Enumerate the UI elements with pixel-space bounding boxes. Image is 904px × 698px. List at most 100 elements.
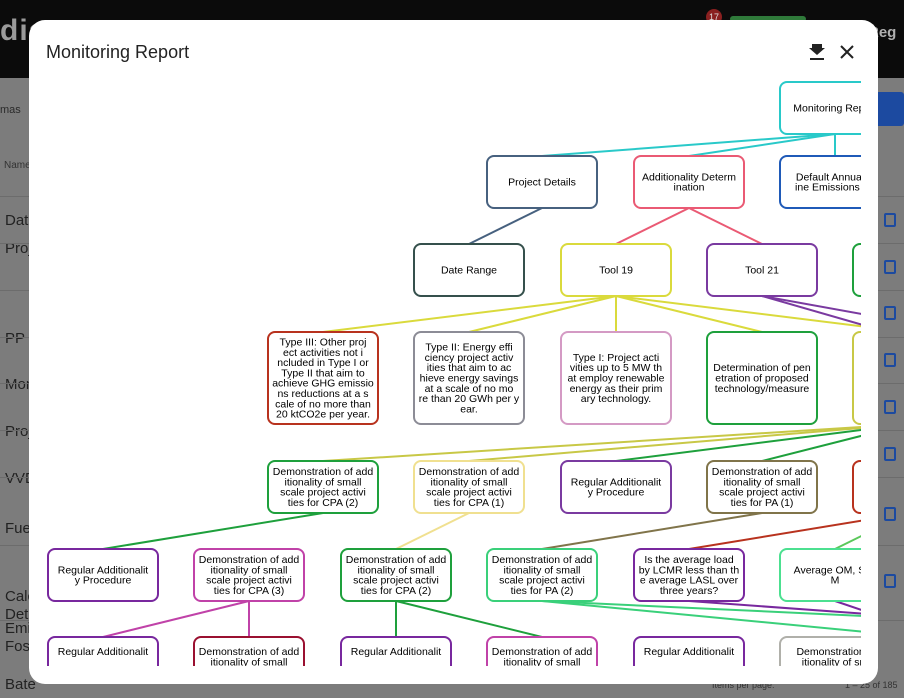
tree-node-label: itionality of small [210, 656, 287, 666]
pager-range: 1 – 25 of 185 [845, 680, 898, 690]
table-row-label: Dat [5, 212, 29, 229]
tree-node-label: itionality of small [284, 476, 361, 488]
tree-node-label: M [831, 575, 840, 587]
tree-edge [688, 133, 836, 157]
tree-node-box [779, 81, 861, 135]
copy-icon[interactable] [884, 213, 896, 227]
tree-node-label: ties for CPA (2) [361, 585, 431, 597]
tree-node-label: ties for PA (1) [731, 497, 794, 509]
table-row-label: Calc [5, 588, 36, 605]
tree-node-label: itionality of small [723, 476, 800, 488]
table-row-label: Proj [5, 423, 32, 440]
tree-node-rap2[interactable]: Regular Additionality Procedure [47, 548, 159, 602]
tree-node-label: Tool 19 [599, 265, 633, 277]
tree-node-label: Demonstration o [796, 646, 861, 658]
copy-icon[interactable] [884, 574, 896, 588]
tree-edge [615, 295, 861, 328]
tree-node-box [560, 331, 672, 425]
copy-icon[interactable] [884, 507, 896, 521]
tree-node-root[interactable]: Monitoring Report [779, 81, 861, 135]
tree-node-box [193, 548, 305, 602]
tree-node-d5[interactable]: D [852, 331, 861, 425]
tree-node-label: ination [674, 182, 705, 194]
tree-node-box [413, 460, 525, 514]
tree-node-label: scale project activi [499, 575, 585, 587]
tree-node-t3[interactable]: Type III: Other project activities not i… [267, 331, 379, 425]
close-button[interactable] [835, 40, 859, 64]
tree-node-box [267, 331, 379, 425]
download-button[interactable] [805, 40, 829, 64]
tree-node-pd[interactable]: Project Details [486, 155, 598, 209]
table-row-label: PP [5, 330, 26, 347]
tree-node-m[interactable]: M [852, 243, 861, 297]
tree-node-box [633, 636, 745, 666]
column-header-name[interactable]: Name [4, 160, 31, 171]
tree-node-label: Tool 21 [745, 265, 779, 277]
tree-node-t19[interactable]: Tool 19 [560, 243, 672, 297]
tree-node-label: scale project activi [426, 487, 512, 499]
header-action-button[interactable] [730, 16, 806, 22]
copy-icon[interactable] [884, 306, 896, 320]
tree-node-rap1[interactable]: Regular Additionality Procedure [560, 460, 672, 514]
tree-node-ad[interactable]: Additionality Determination [633, 155, 745, 209]
tree-node-label: Regular Additionalit [58, 646, 149, 658]
copy-icon[interactable] [884, 400, 896, 414]
tree-node-label: vities up to 5 MW th [570, 362, 662, 374]
tree-node-b3[interactable]: Regular Additionalit [340, 636, 452, 666]
tree-edge [541, 600, 861, 633]
tree-node-label: ciency project activ [425, 352, 514, 364]
tree-node-box [413, 243, 525, 297]
tree-node-label: ties for PA (2) [511, 585, 574, 597]
tree-node-t21[interactable]: Tool 21 [706, 243, 818, 297]
tree-node-label: technology/measure [715, 383, 810, 395]
tree-edge [322, 295, 617, 333]
tree-edge [834, 535, 861, 550]
copy-icon[interactable] [884, 260, 896, 274]
tree-node-box [193, 636, 305, 666]
tree-node-label: itionality of small [210, 564, 287, 576]
tree-node-b5[interactable]: Regular Additionalit [633, 636, 745, 666]
download-icon [809, 44, 825, 60]
tree-node-label: scale project activi [206, 575, 292, 587]
tree-node-label: Type I: Project acti [573, 352, 659, 364]
table-row-label: Mon [5, 376, 35, 393]
tree-edge [395, 512, 470, 550]
tree-edge [468, 295, 617, 333]
tree-node-label: ties for CPA (2) [288, 497, 358, 509]
tree-node-t1[interactable]: Type I: Project activities up to 5 MW th… [560, 331, 672, 425]
tree-node-label: Average OM, Sim [794, 564, 861, 576]
tree-node-label: Determination of pen [713, 362, 811, 374]
tree-node-label: itionality of small [503, 564, 580, 576]
copy-icon[interactable] [884, 353, 896, 367]
tree-node-label: ties for CPA (1) [434, 497, 504, 509]
copy-icon[interactable] [884, 447, 896, 461]
tree-node-box [779, 155, 861, 209]
tree-node-b1[interactable]: Regular Additionalit [47, 636, 159, 666]
tree-node-label: Additionality Determ [642, 171, 736, 183]
close-icon [840, 45, 854, 59]
tree-node-r4[interactable] [852, 460, 861, 514]
tree-node-box [779, 636, 861, 666]
tree-node-box [486, 636, 598, 666]
tree-node-dr[interactable]: Date Range [413, 243, 525, 297]
tree-node-label: cale of no more than [275, 398, 371, 410]
tree-node-label: ities that aim to ac [427, 362, 512, 374]
tree-node-label: ncluded in Type I or [277, 357, 369, 369]
